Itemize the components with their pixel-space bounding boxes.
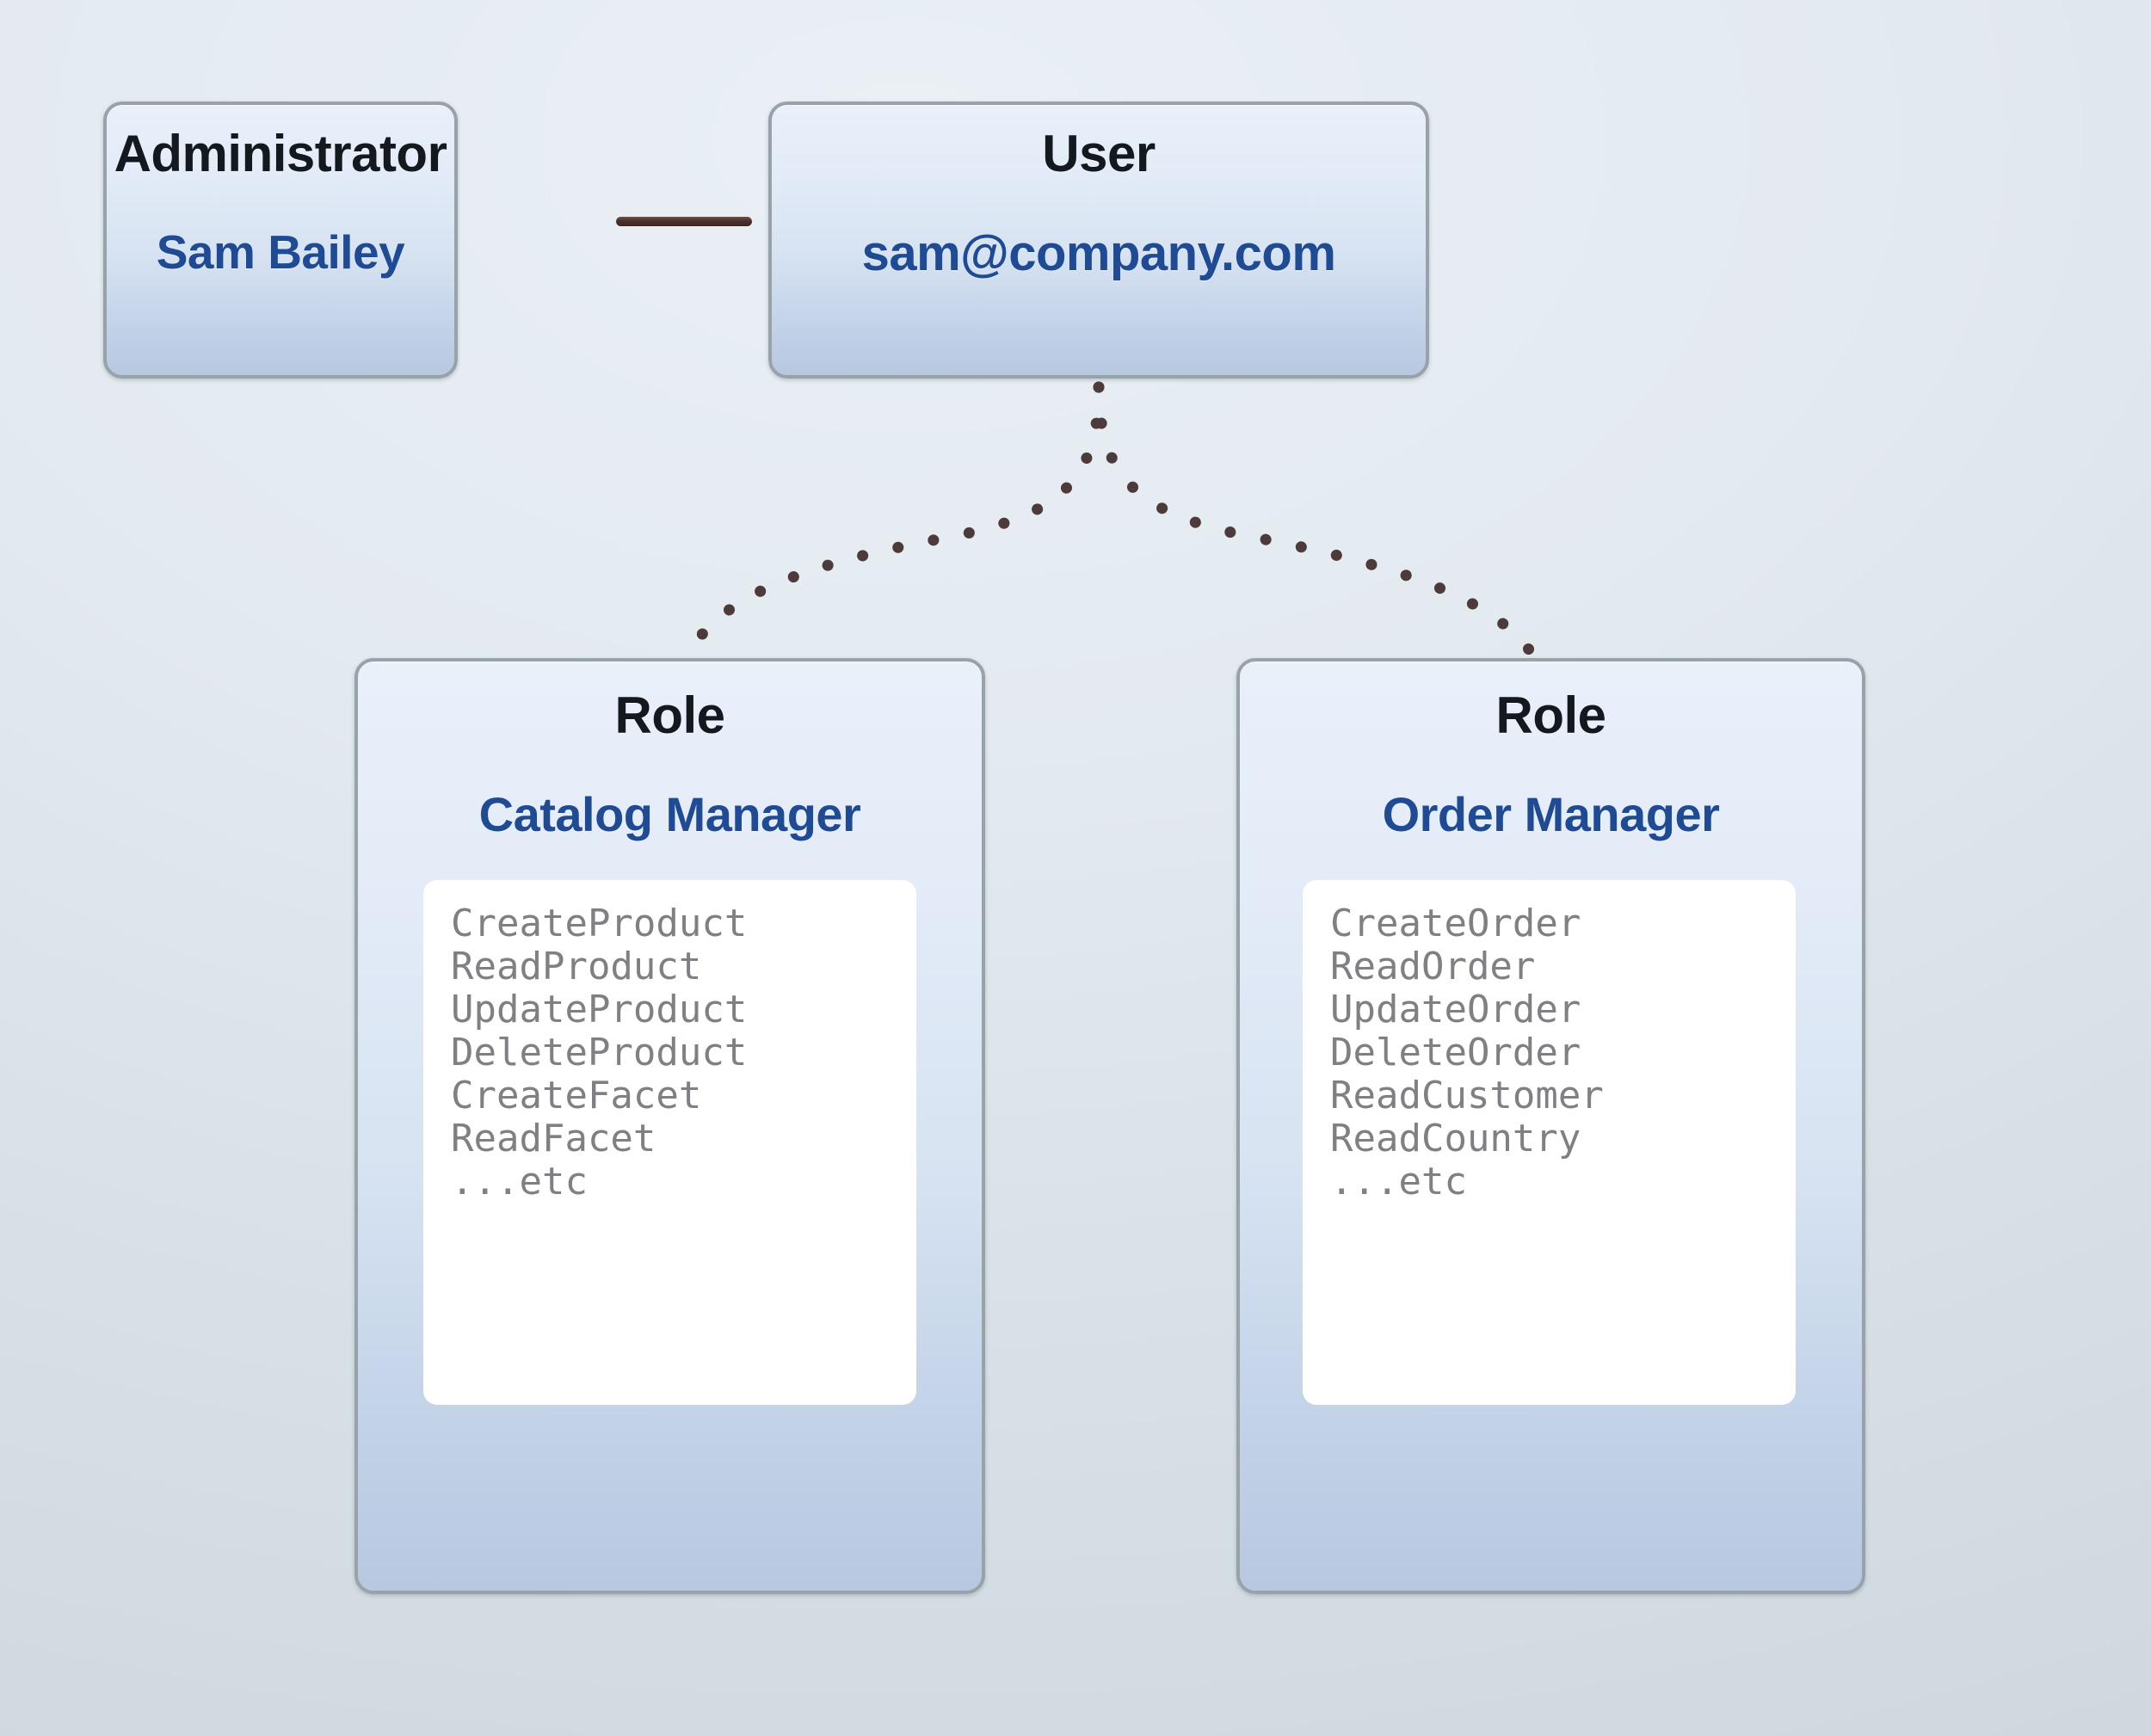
permission-item: ...etc	[451, 1159, 588, 1204]
user-to-catalog-manager-link	[682, 381, 1105, 660]
permission-item: UpdateProduct	[451, 987, 748, 1031]
administrator-name-label: Sam Bailey	[156, 225, 405, 279]
permission-item: ReadProduct	[451, 944, 702, 988]
user-node[interactable]: User sam@company.com	[768, 102, 1429, 379]
administrator-type-label: Administrator	[114, 125, 447, 182]
user-email-label: sam@company.com	[861, 225, 1336, 281]
permission-item: ...etc	[1330, 1159, 1467, 1204]
permission-item: UpdateOrder	[1330, 987, 1581, 1031]
administrator-node[interactable]: Administrator Sam Bailey	[103, 102, 458, 379]
role-node-order-manager[interactable]: Role Order Manager CreateOrder ReadOrder…	[1236, 658, 1865, 1594]
user-type-label: User	[1042, 125, 1156, 182]
permission-item: DeleteOrder	[1330, 1030, 1581, 1074]
role-type-label: Role	[614, 686, 725, 744]
permission-item: ReadCustomer	[1330, 1073, 1604, 1117]
role-node-catalog-manager[interactable]: Role Catalog Manager CreateProduct ReadP…	[354, 658, 985, 1594]
permission-item: ReadFacet	[451, 1116, 656, 1160]
role-name-label: Catalog Manager	[478, 787, 861, 841]
role-name-label: Order Manager	[1382, 787, 1720, 841]
role-type-label: Role	[1495, 686, 1606, 744]
permission-item: DeleteProduct	[451, 1030, 748, 1074]
permission-item: CreateFacet	[451, 1073, 702, 1117]
permission-item: CreateOrder	[1330, 902, 1581, 945]
user-to-order-manager-link	[1093, 381, 1539, 662]
permission-item: ReadOrder	[1330, 944, 1536, 988]
permission-list: CreateOrder ReadOrder UpdateOrder Delete…	[1303, 880, 1796, 1405]
permission-list: CreateProduct ReadProduct UpdateProduct …	[423, 880, 916, 1405]
administrator-user-link	[616, 217, 752, 226]
permission-item: ReadCountry	[1330, 1116, 1581, 1160]
permission-item: CreateProduct	[451, 902, 748, 945]
